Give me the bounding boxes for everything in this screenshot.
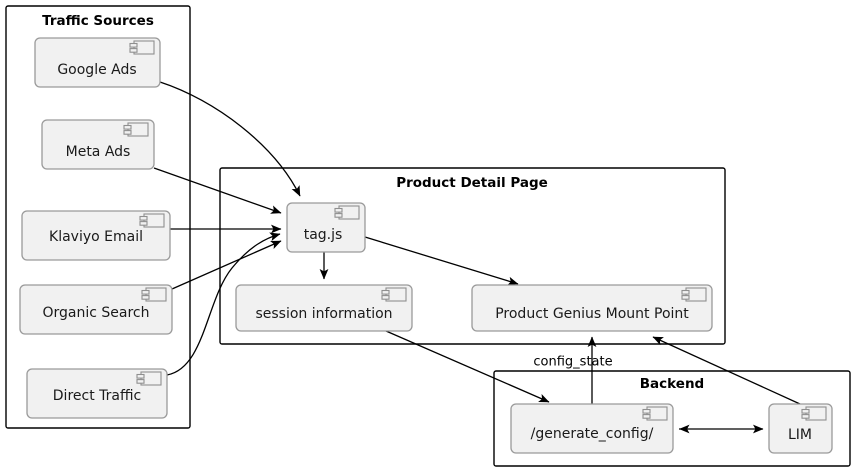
component-lim-label: LIM bbox=[788, 427, 812, 443]
component-icon bbox=[381, 287, 407, 302]
edge-organic-search-to-tag-js bbox=[171, 240, 282, 290]
frame-product-detail-page: Product Detail Page bbox=[219, 167, 726, 345]
component-icon bbox=[801, 406, 827, 421]
component-klaviyo-email[interactable]: Klaviyo Email bbox=[21, 210, 171, 261]
edge-session-information-to-generate-config bbox=[385, 330, 550, 403]
component-organic-search-box[interactable] bbox=[19, 284, 173, 335]
frame-backend-rect bbox=[493, 370, 851, 467]
component-icon bbox=[136, 371, 162, 386]
component-direct-traffic-box[interactable] bbox=[26, 368, 168, 419]
frame-product-detail-page-title: Product Detail Page bbox=[396, 175, 548, 191]
edge-tag-js-to-product-genius-mount-point bbox=[364, 236, 519, 286]
component-product-genius-mount-point-box[interactable] bbox=[471, 284, 713, 332]
frame-backend: Backend bbox=[493, 370, 851, 467]
edges: config_state bbox=[153, 81, 801, 434]
component-product-genius-mount-point[interactable]: Product Genius Mount Point bbox=[471, 284, 713, 332]
component-icon bbox=[129, 40, 155, 55]
component-icon bbox=[642, 406, 668, 421]
component-icon bbox=[139, 213, 165, 228]
frame-traffic-sources-title: Traffic Sources bbox=[42, 13, 154, 29]
component-generate-config-label: /generate_config/ bbox=[531, 426, 654, 442]
component-lim[interactable]: LIM bbox=[768, 403, 833, 454]
component-generate-config-box[interactable] bbox=[510, 403, 674, 454]
component-meta-ads[interactable]: Meta Ads bbox=[41, 119, 155, 170]
component-klaviyo-email-box[interactable] bbox=[21, 210, 171, 261]
component-product-genius-mount-point-label: Product Genius Mount Point bbox=[495, 306, 689, 322]
component-session-information-label: session information bbox=[255, 306, 392, 322]
frame-backend-title: Backend bbox=[640, 376, 704, 392]
component-organic-search[interactable]: Organic Search bbox=[19, 284, 173, 335]
component-google-ads-box[interactable] bbox=[34, 37, 161, 88]
component-session-information-box[interactable] bbox=[235, 284, 413, 332]
component-session-information[interactable]: session information bbox=[235, 284, 413, 332]
component-klaviyo-email-label: Klaviyo Email bbox=[49, 229, 143, 245]
component-generate-config[interactable]: /generate_config/ bbox=[510, 403, 674, 454]
edge-lim-to-product-genius-mount-point bbox=[652, 336, 801, 405]
component-icon bbox=[123, 122, 149, 137]
component-tag-js[interactable]: tag.js bbox=[286, 202, 366, 253]
frame-product-detail-page-rect bbox=[219, 167, 726, 345]
component-organic-search-label: Organic Search bbox=[42, 305, 149, 321]
frame-traffic-sources: Traffic Sources bbox=[5, 5, 191, 429]
component-icon bbox=[141, 287, 167, 302]
edge-google-ads-to-tag-js bbox=[159, 81, 301, 197]
component-direct-traffic-label: Direct Traffic bbox=[53, 388, 141, 404]
edge-meta-ads-to-tag-js bbox=[153, 167, 282, 214]
component-icon bbox=[681, 287, 707, 302]
frame-traffic-sources-rect bbox=[5, 5, 191, 429]
edge-label-config-state: config_state bbox=[533, 355, 612, 370]
edge-direct-traffic-to-tag-js bbox=[166, 232, 281, 376]
component-tag-js-label: tag.js bbox=[304, 227, 343, 243]
component-google-ads-label: Google Ads bbox=[57, 62, 136, 78]
component-google-ads[interactable]: Google Ads bbox=[34, 37, 161, 88]
component-icon bbox=[334, 205, 360, 220]
component-meta-ads-label: Meta Ads bbox=[66, 144, 131, 160]
component-direct-traffic[interactable]: Direct Traffic bbox=[26, 368, 168, 419]
